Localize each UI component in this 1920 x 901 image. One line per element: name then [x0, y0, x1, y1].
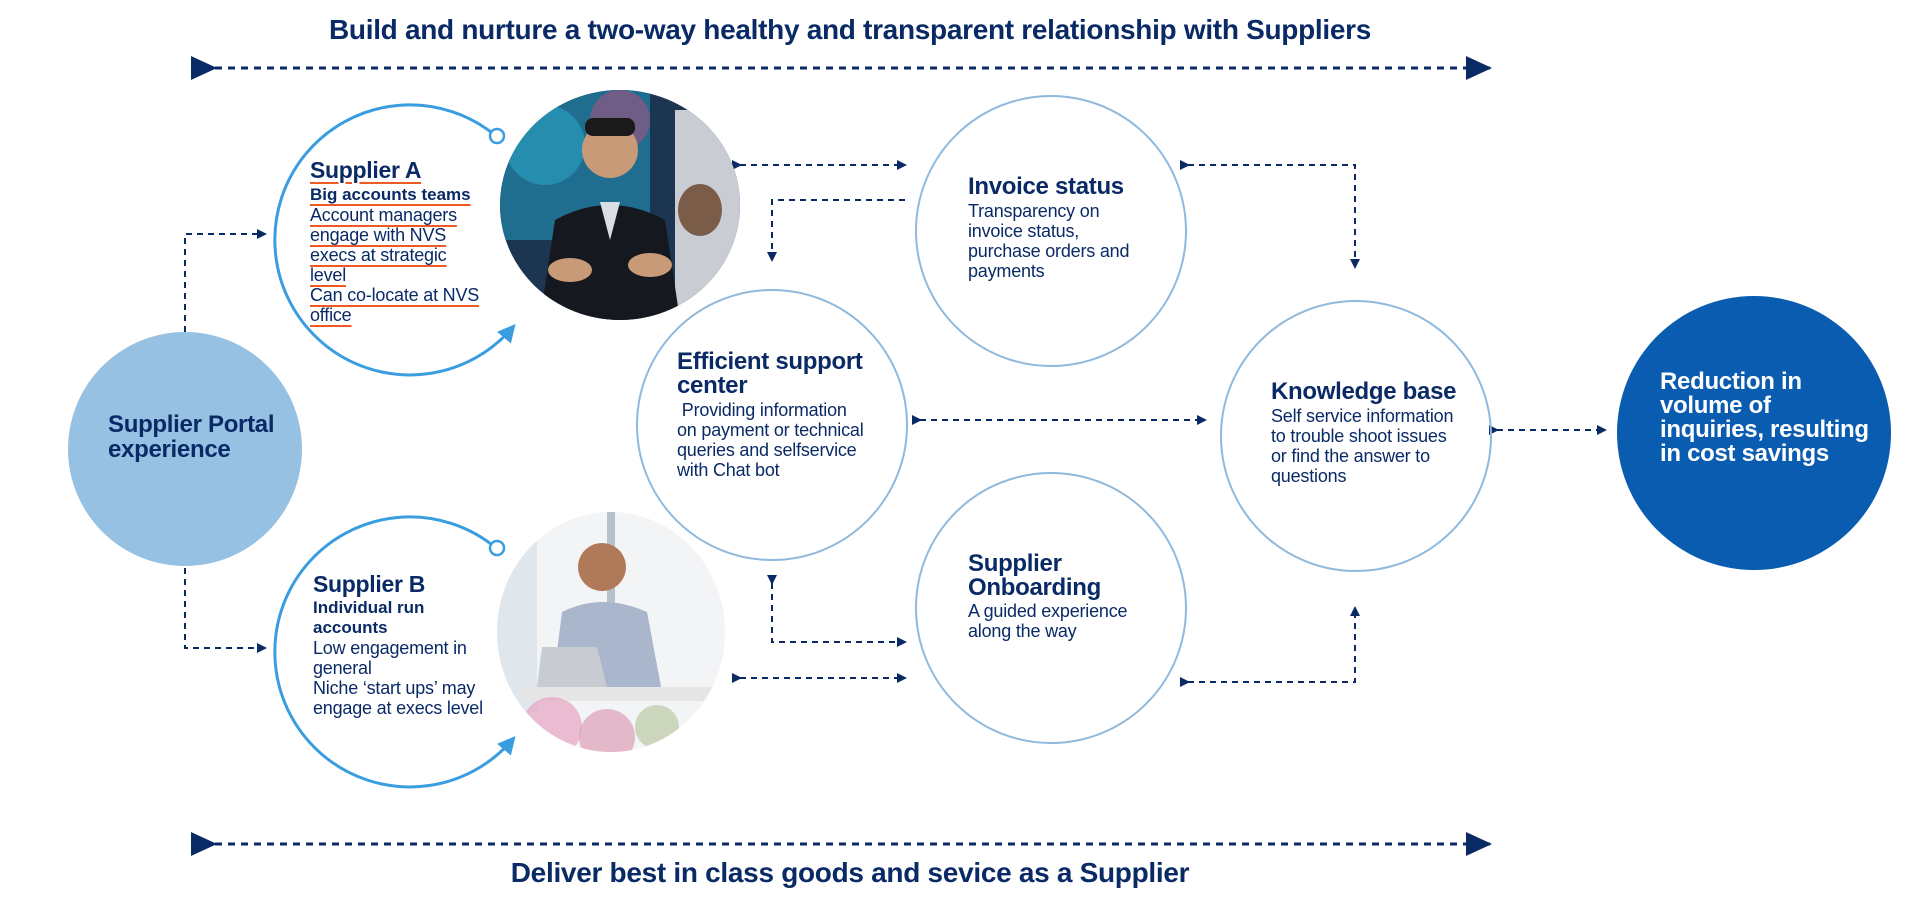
- invoice-status-line: payments: [968, 261, 1045, 281]
- supplier-a-line: Can co-locate at NVS: [310, 285, 480, 305]
- support-center-line: on payment or technical: [677, 420, 864, 440]
- support-center-title-line: center: [677, 372, 748, 399]
- knowledge-base-line: or find the answer to: [1271, 446, 1430, 466]
- supplier-b-title: Supplier B: [313, 571, 426, 597]
- supplier-a-subtitle: Big accounts teams: [310, 185, 471, 204]
- supplier-a-label: Supplier A Big accounts teams Account ma…: [310, 158, 510, 325]
- supplier-b-line: general: [313, 658, 372, 678]
- supplier-onboarding-node: [915, 472, 1187, 744]
- knowledge-base-node: [1220, 300, 1492, 572]
- knowledge-base-line: Self service information: [1271, 406, 1454, 426]
- supplier-portal-label: Supplier Portal experience: [108, 412, 288, 462]
- supplier-a-line: engage with NVS: [310, 225, 447, 245]
- supplier-b-label: Supplier B Individual run accounts Low e…: [313, 572, 513, 718]
- outcome-title-line: Reduction in: [1660, 368, 1802, 395]
- outcome-title-line: inquiries, resulting: [1660, 416, 1869, 443]
- knowledge-base-line: to trouble shoot issues: [1271, 426, 1447, 446]
- supplier-b-arc: [273, 515, 516, 789]
- onboarding-knowledge-arrow: [1180, 606, 1360, 687]
- supplier-b-line: Niche ‘start ups’ may: [313, 678, 476, 698]
- invoice-status-title: Invoice status: [968, 173, 1124, 200]
- supplier-b-line: engage at execs level: [313, 698, 483, 718]
- supplier-a-title: Supplier A: [310, 157, 422, 183]
- invoice-status-line: invoice status,: [968, 221, 1080, 241]
- supplier-b-line: Low engagement in: [313, 638, 467, 658]
- supplier-b-subtitle-line: accounts: [313, 618, 388, 637]
- supplier-onboarding-line: along the way: [968, 621, 1077, 641]
- portal-to-supplier-b-arrow: [184, 568, 267, 653]
- supplier-onboarding-title-line: Onboarding: [968, 574, 1101, 601]
- support-center-label: Efficient support center Providing infor…: [677, 348, 887, 481]
- knowledge-base-title: Knowledge base: [1271, 378, 1457, 405]
- bottom-banner-title: Deliver best in class goods and sevice a…: [510, 857, 1190, 888]
- supplier-a-arc: [273, 103, 516, 377]
- invoice-status-label: Invoice status Transparency on invoice s…: [968, 173, 1168, 282]
- support-center-title-line: Efficient support: [677, 348, 863, 375]
- supplier-a-line: office: [310, 305, 352, 325]
- supplier-onboarding-title-line: Supplier: [968, 550, 1062, 577]
- outcome-title-line: volume of: [1660, 392, 1771, 419]
- support-center-node: [636, 289, 908, 561]
- support-center-line: queries and selfservice: [677, 440, 857, 460]
- supplier-portal-node: [68, 332, 302, 566]
- supplier-a-arc-handle: [488, 127, 506, 145]
- invoice-status-line: Transparency on: [968, 201, 1100, 221]
- outcome-node: [1617, 296, 1891, 570]
- invoice-support-arrow: [767, 199, 905, 262]
- support-center-line: Providing information: [677, 400, 847, 420]
- supplier-portal-title: Supplier Portal experience: [108, 411, 275, 463]
- supplier-b-arc-handle: [488, 539, 506, 557]
- supplier-a-line: Account managers: [310, 205, 457, 225]
- portal-to-supplier-a-arrow: [184, 229, 267, 332]
- supplier-onboarding-label: Supplier Onboarding A guided experience …: [968, 550, 1168, 642]
- supplier-a-photo: [500, 90, 740, 320]
- supplier-b-subtitle-line: Individual run: [313, 598, 425, 617]
- outcome-title-line: in cost savings: [1660, 440, 1829, 467]
- supplier-a-line: level: [310, 265, 347, 285]
- invoice-status-node: [915, 95, 1187, 367]
- supplier-a-line: execs at strategic: [310, 245, 447, 265]
- supplier-onboarding-line: A guided experience: [968, 601, 1128, 621]
- top-banner-title: Build and nurture a two-way healthy and …: [329, 14, 1371, 45]
- outcome-label: Reduction in volume of inquiries, result…: [1660, 370, 1880, 466]
- invoice-status-line: purchase orders and: [968, 241, 1130, 261]
- knowledge-base-label: Knowledge base Self service information …: [1271, 378, 1476, 487]
- support-onboarding-arrow: [767, 575, 907, 647]
- supplier-b-photo: [497, 512, 725, 752]
- support-center-line: with Chat bot: [677, 460, 780, 480]
- knowledge-base-line: questions: [1271, 466, 1347, 486]
- invoice-knowledge-arrow: [1180, 160, 1360, 269]
